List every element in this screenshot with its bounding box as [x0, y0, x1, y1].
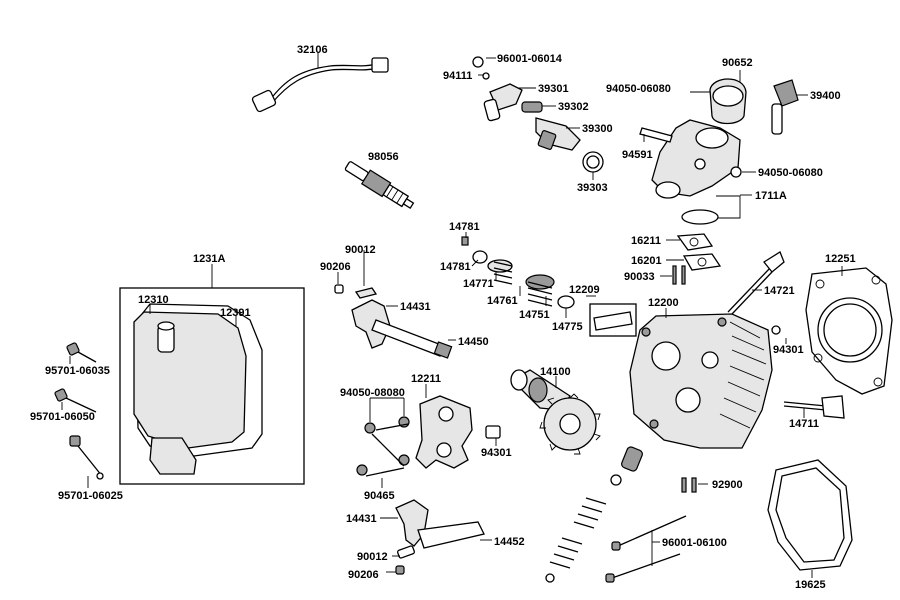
label-92900: 92900	[712, 479, 743, 491]
valve-cover-gasket-part	[767, 459, 853, 571]
label-90206-top: 90206	[320, 261, 351, 273]
label-90012-bot: 90012	[357, 551, 388, 563]
label-94301-mid: 94301	[481, 447, 512, 459]
label-39303: 39303	[577, 182, 608, 194]
label-39300: 39300	[582, 123, 613, 135]
label-94111: 94111	[443, 70, 472, 82]
valve-spring-lower-part	[545, 446, 643, 583]
label-98056: 98056	[368, 151, 399, 163]
label-12209: 12209	[569, 284, 600, 296]
label-90033: 90033	[624, 271, 655, 283]
label-96001-06100: 96001-06100	[662, 537, 727, 549]
valve-exhaust-part	[727, 251, 785, 315]
label-90652: 90652	[722, 57, 753, 69]
label-14431-bot: 14431	[346, 513, 377, 525]
label-39400: 39400	[810, 90, 841, 102]
label-19625: 19625	[795, 579, 826, 591]
camshaft-holder-part	[356, 395, 473, 477]
label-32106: 32106	[297, 44, 328, 56]
label-90465: 90465	[364, 490, 395, 502]
label-94050-06080-mid: 94050-06080	[758, 167, 823, 179]
intake-gasket-part	[672, 233, 722, 285]
label-14781-a: 14781	[449, 221, 480, 233]
label-14452: 14452	[494, 536, 525, 548]
label-39301: 39301	[538, 83, 569, 95]
label-14775: 14775	[552, 321, 583, 333]
wire-harness-part	[251, 57, 389, 113]
spark-plug-part	[344, 161, 415, 210]
injector-group-part	[472, 56, 604, 173]
label-12211: 12211	[411, 373, 441, 385]
valve-cover-group	[119, 287, 305, 485]
label-95701-06050: 95701-06050	[30, 411, 95, 423]
label-95701-06035: 95701-06035	[45, 365, 110, 377]
intake-manifold-part	[639, 78, 799, 225]
label-12251: 12251	[825, 253, 856, 265]
long-stud-part	[605, 515, 687, 583]
label-94591: 94591	[622, 149, 653, 161]
label-94050-06080-top: 94050-06080	[606, 83, 671, 95]
label-14721: 14721	[764, 285, 795, 297]
label-90206-bot: 90206	[348, 569, 379, 581]
label-12200: 12200	[648, 297, 679, 309]
label-14761: 14761	[487, 295, 518, 307]
label-14431-top: 14431	[400, 301, 431, 313]
head-gasket-part	[805, 267, 893, 395]
valve-intake-part	[783, 395, 845, 419]
label-14711: 14711	[789, 418, 819, 430]
label-90012-top: 90012	[345, 244, 376, 256]
rocker-arm-bottom-part	[395, 499, 485, 575]
label-14781-b: 14781	[440, 261, 471, 273]
label-14751: 14751	[519, 309, 550, 321]
rocker-arm-top-part	[334, 284, 453, 359]
label-12310: 12310	[138, 294, 169, 306]
label-95701-06025: 95701-06025	[58, 490, 123, 502]
label-16211: 16211	[631, 235, 661, 247]
label-94050-08080: 94050-08080	[340, 387, 405, 399]
label-94301-right: 94301	[773, 344, 804, 356]
label-1711A: 1711A	[755, 190, 787, 202]
label-1231A: 1231A	[193, 253, 225, 265]
camshaft-part	[485, 369, 601, 455]
label-14100: 14100	[540, 366, 571, 378]
label-12391: 12391	[220, 307, 251, 319]
label-14450: 14450	[458, 336, 489, 348]
cover-bolt-part	[54, 342, 104, 480]
label-14771: 14771	[463, 278, 494, 290]
cylinder-head-part	[629, 313, 781, 449]
label-16201: 16201	[631, 255, 662, 267]
dowel-pin-part	[681, 477, 697, 493]
label-39302: 39302	[558, 101, 589, 113]
label-96001-06014: 96001-06014	[497, 53, 563, 65]
